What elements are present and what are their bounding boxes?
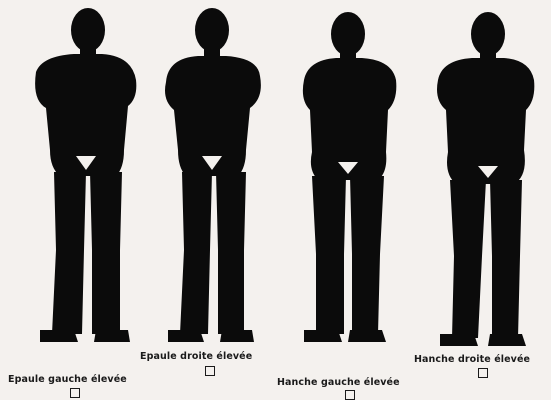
checkbox-hanche-droite[interactable] (478, 368, 488, 378)
silhouette-hanche-gauche (278, 0, 418, 360)
body-silhouette-4 (416, 0, 551, 360)
body-silhouette-2 (142, 0, 282, 360)
body-silhouette-1 (12, 0, 152, 360)
label-hanche-droite: Hanche droite élevée (414, 354, 530, 365)
silhouette-epaule-droite (142, 0, 282, 360)
checkbox-epaule-gauche[interactable] (70, 388, 80, 398)
label-epaule-droite: Epaule droite élevée (140, 351, 252, 362)
body-silhouette-3 (278, 0, 418, 360)
label-hanche-gauche: Hanche gauche élevée (277, 377, 400, 388)
silhouette-hanche-droite (416, 0, 551, 360)
label-epaule-gauche: Epaule gauche élevée (8, 374, 127, 385)
silhouette-epaule-gauche (12, 0, 152, 360)
checkbox-hanche-gauche[interactable] (345, 390, 355, 400)
checkbox-epaule-droite[interactable] (205, 366, 215, 376)
